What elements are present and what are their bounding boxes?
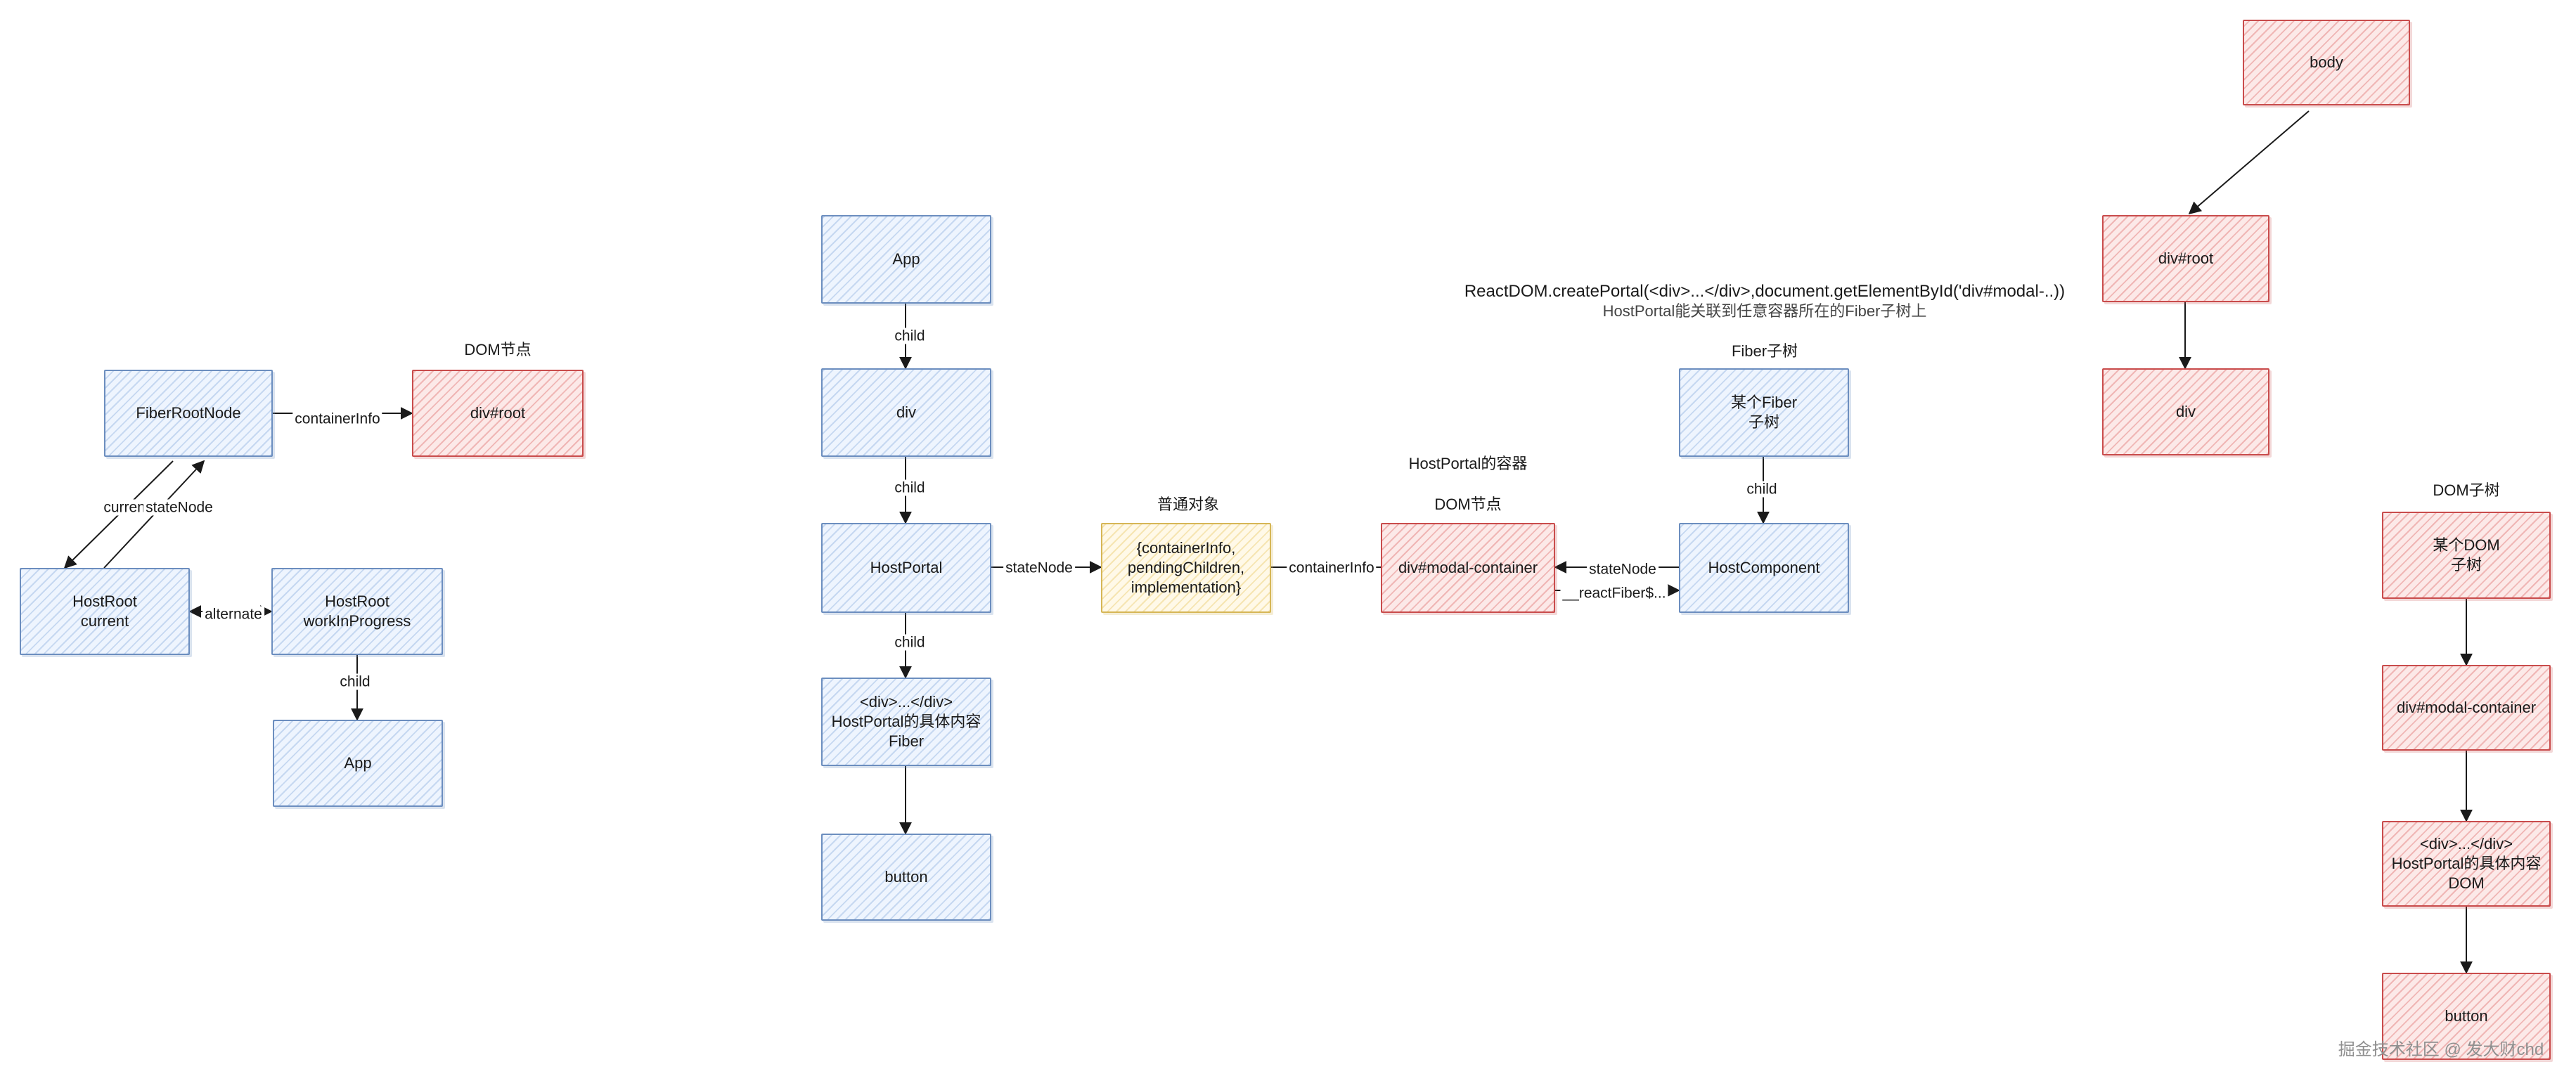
modal-container-dom-right: div#modal-container xyxy=(2382,665,2551,751)
fiber-subtree-caption: Fiber子树 xyxy=(1731,342,1798,360)
edge-label-statenode-left: stateNode xyxy=(143,499,215,516)
button-node-middle: button xyxy=(821,834,991,921)
div-root-dom-node: div#root xyxy=(2102,215,2269,302)
fiber-root-node: FiberRootNode xyxy=(104,370,273,457)
edge-label-containerinfo-left: containerInfo xyxy=(292,410,382,427)
create-portal-note: HostPortal能关联到任意容器所在的Fiber子树上 xyxy=(1602,302,1927,320)
body-dom-node: body xyxy=(2243,20,2410,105)
portal-content-dom-node: <div>...</div> HostPortal的具体内容 DOM xyxy=(2382,821,2551,907)
edge-label-alternate: alternate xyxy=(202,606,264,623)
dom-subtree-caption: DOM子树 xyxy=(2433,481,2500,499)
dom-node-caption-left: DOM节点 xyxy=(464,341,532,358)
edge-label-child-4: child xyxy=(1744,481,1779,498)
edge-label-reactfiber: __reactFiber$... xyxy=(1560,585,1668,602)
some-fiber-subtree-node: 某个Fiber 子树 xyxy=(1679,368,1849,457)
div-node-middle: div xyxy=(821,368,991,457)
modal-container-dom-node: div#modal-container xyxy=(1381,523,1555,613)
edge-label-containerinfo-middle: containerInfo xyxy=(1287,559,1377,576)
create-portal-code: ReactDOM.createPortal(<div>...</div>,doc… xyxy=(1464,282,2066,301)
edge-label-statenode-hostcomponent: stateNode xyxy=(1587,561,1659,578)
host-root-current: HostRoot current xyxy=(20,568,190,655)
edge-label-child-left: child xyxy=(337,673,373,690)
button-dom-node: button xyxy=(2382,973,2551,1060)
app-node-middle: App xyxy=(821,215,991,304)
watermark: 掘金技术社区 @ 发大财chd xyxy=(2338,1040,2544,1059)
plain-object-caption: 普通对象 xyxy=(1157,496,1220,513)
host-component-node: HostComponent xyxy=(1679,523,1849,613)
state-node-object: {containerInfo, pendingChildren, impleme… xyxy=(1101,523,1271,613)
portal-container-caption: HostPortal的容器 xyxy=(1408,455,1528,472)
edge-label-child-1: child xyxy=(892,328,927,344)
edge-label-current: current xyxy=(101,499,152,516)
dom-div-root-left: div#root xyxy=(412,370,584,457)
host-root-work-in-progress: HostRoot workInProgress xyxy=(271,568,443,655)
edge-label-child-3: child xyxy=(892,634,927,651)
portal-content-fiber-node: <div>...</div> HostPortal的具体内容 Fiber xyxy=(821,678,991,766)
edge-label-statenode-portal: stateNode xyxy=(1003,559,1075,576)
host-portal-node: HostPortal xyxy=(821,523,991,613)
edge-body-to-divroot xyxy=(2188,110,2310,215)
dom-node-caption-middle: DOM节点 xyxy=(1434,496,1502,513)
some-dom-subtree-node: 某个DOM 子树 xyxy=(2382,512,2551,599)
app-node-left: App xyxy=(273,720,443,807)
div-dom-node: div xyxy=(2102,368,2269,455)
edge-label-child-2: child xyxy=(892,479,927,496)
